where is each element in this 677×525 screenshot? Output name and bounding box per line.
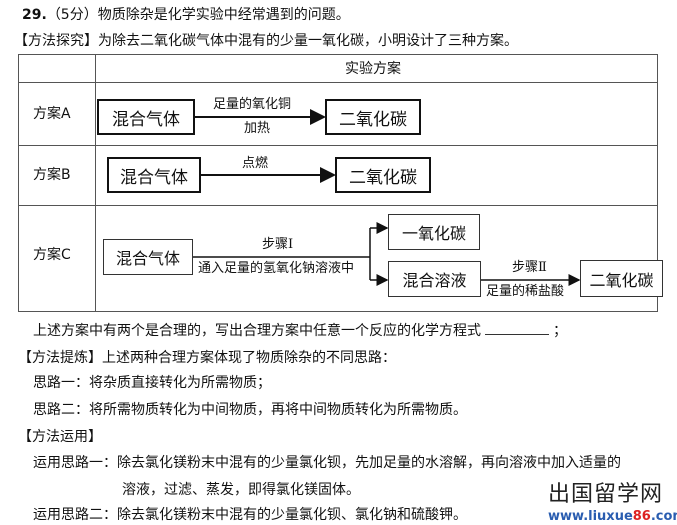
box-co2-b: 二氧化碳 xyxy=(335,157,431,193)
watermark-url: www.liuxue86.com xyxy=(548,509,677,524)
step2-label: 步骤Ⅱ xyxy=(512,260,547,275)
table-header: 实验方案 xyxy=(345,61,401,77)
condition-label-b: 点燃 xyxy=(242,156,269,171)
row-label-b: 方案B xyxy=(33,167,71,183)
apply-two: 运用思路二：除去氯化镁粉末中混有的少量氯化钡、氯化钠和硫酸钾。 xyxy=(33,507,467,523)
question-heading: 29.（5分）物质除杂是化学实验中经常遇到的问题。 xyxy=(22,6,350,24)
equation-prompt-text: 上述方案中有两个是合理的，写出合理方案中任意一个反应的化学方程式 xyxy=(33,323,481,339)
question-number: 29. xyxy=(22,7,47,23)
apply-one-cont: 溶液，过滤、蒸发，即得氯化镁固体。 xyxy=(122,482,360,498)
method-refine: 【方法提炼】上述两种合理方案体现了物质除杂的不同思路： xyxy=(18,350,396,366)
watermark-url-a: www.liuxue xyxy=(548,509,633,524)
question-title: 物质除杂是化学实验中经常遇到的问题。 xyxy=(97,7,350,23)
watermark-logo: 出国留学网 xyxy=(548,482,664,507)
equation-prompt: 上述方案中有两个是合理的，写出合理方案中任意一个反应的化学方程式 ； xyxy=(33,322,567,340)
row-label-c: 方案C xyxy=(33,247,71,263)
table-divider xyxy=(18,82,658,83)
step1-label: 步骤Ⅰ xyxy=(262,237,294,252)
equation-prompt-end: ； xyxy=(553,323,567,339)
box-mixed-gas-a: 混合气体 xyxy=(97,99,195,135)
method-explore: 【方法探究】为除去二氧化碳气体中混有的少量一氧化碳，小明设计了三种方案。 xyxy=(14,33,518,49)
box-co: 一氧化碳 xyxy=(388,214,480,250)
box-co2-a: 二氧化碳 xyxy=(325,99,421,135)
table-divider xyxy=(18,145,658,146)
method-apply: 【方法运用】 xyxy=(18,429,102,445)
row-label-a: 方案A xyxy=(33,106,71,122)
reagent-label-a: 足量的氧化铜 xyxy=(213,97,292,112)
box-mixed-gas-c: 混合气体 xyxy=(103,239,193,275)
box-mixed-gas-b: 混合气体 xyxy=(107,157,201,193)
idea-two: 思路二：将所需物质转化为中间物质，再将中间物质转化为所需物质。 xyxy=(33,402,467,418)
watermark-url-b: 86 xyxy=(632,509,651,524)
condition-label-a: 加热 xyxy=(244,121,271,136)
scheme-table xyxy=(18,54,658,312)
table-divider xyxy=(95,54,96,312)
step1-desc: 通入足量的氢氧化钠溶液中 xyxy=(198,261,355,276)
table-divider xyxy=(18,205,658,206)
box-mixed-solution: 混合溶液 xyxy=(388,261,481,297)
box-co2-c: 二氧化碳 xyxy=(580,260,663,297)
question-points: （5分） xyxy=(46,7,98,23)
watermark-url-c: .com xyxy=(650,509,677,524)
apply-one: 运用思路一：除去氯化镁粉末中混有的少量氯化钡，先加足量的水溶解，再向溶液中加入适… xyxy=(33,455,621,471)
idea-one: 思路一：将杂质直接转化为所需物质； xyxy=(33,375,271,391)
answer-blank xyxy=(485,334,549,335)
step2-desc: 足量的稀盐酸 xyxy=(486,284,565,299)
